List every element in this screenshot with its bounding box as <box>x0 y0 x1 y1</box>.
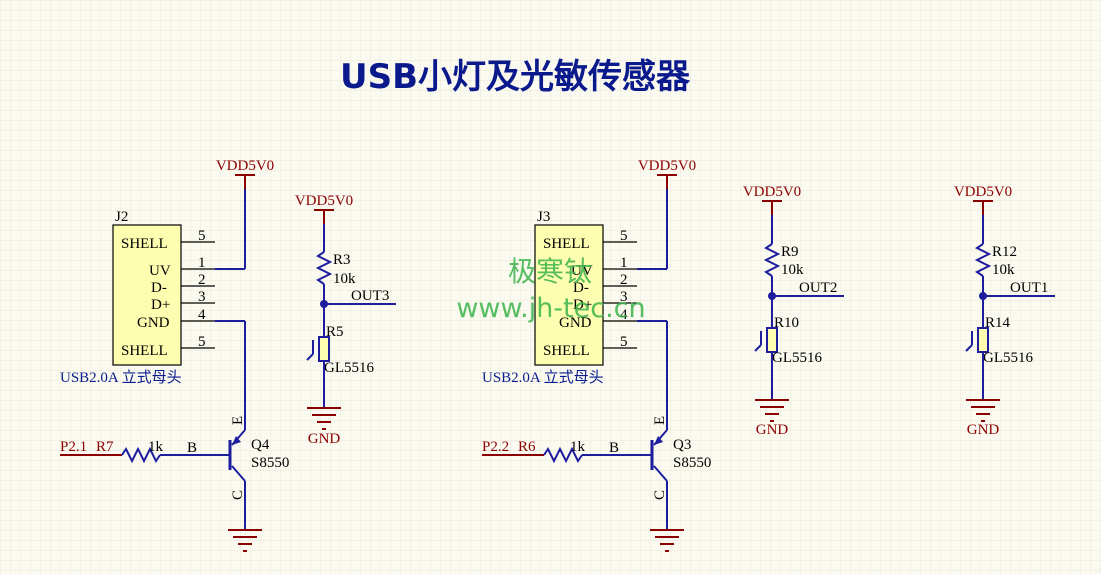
ldr-part: GL5516 <box>772 350 822 366</box>
emitter-label: E <box>652 416 668 425</box>
connector-description: USB2.0A 立式母头 <box>482 369 604 386</box>
light-sensor-out1: VDD5V0 R12 10k OUT1 R14 GL5516 GND <box>954 184 1055 438</box>
power-net-label: VDD5V0 <box>216 158 274 174</box>
resistor-designator: R12 <box>992 244 1017 260</box>
power-net-label: VDD5V0 <box>954 184 1012 200</box>
light-sensor-out3: VDD5V0 R3 10k OUT3 R5 GL5516 GND <box>295 193 396 447</box>
pin-name: SHELL <box>121 236 168 252</box>
resistor-symbol <box>974 243 992 277</box>
pin-number: 1 <box>198 255 206 271</box>
pin-name: D- <box>573 280 589 296</box>
pin-number: 5 <box>620 334 628 350</box>
connector-designator: J3 <box>537 209 550 225</box>
pin-name: GND <box>137 315 170 331</box>
input-net-label: P2.1 <box>60 439 87 455</box>
pin-number: 2 <box>198 272 206 288</box>
power-net-label: VDD5V0 <box>638 158 696 174</box>
pin-number: 3 <box>620 289 628 305</box>
resistor-symbol <box>315 251 333 285</box>
pin-name: D+ <box>573 297 592 313</box>
usb-connector: J3 USB2.0A 立式母头 SHELL UV D- D+ GND SHELL… <box>482 209 637 386</box>
emitter-label: E <box>230 416 246 425</box>
ldr-part: GL5516 <box>324 360 374 376</box>
ground-symbol <box>755 399 789 422</box>
resistor-value: 1k <box>148 439 164 455</box>
resistor-designator: R7 <box>96 439 114 455</box>
ldr-designator: R14 <box>985 315 1011 331</box>
ground-net-label: GND <box>756 422 789 438</box>
ground-symbol <box>966 399 1000 422</box>
connector-designator: J2 <box>115 209 128 225</box>
pin-name: SHELL <box>543 236 590 252</box>
ground-symbol <box>650 529 684 552</box>
power-symbol: VDD5V0 <box>638 158 696 189</box>
pin-name: D+ <box>151 297 170 313</box>
collector-label: C <box>230 490 246 500</box>
pin-name: UV <box>571 263 593 279</box>
power-symbol: VDD5V0 <box>216 158 274 189</box>
output-net-label: OUT1 <box>1010 280 1048 296</box>
pin-number: 5 <box>620 228 628 244</box>
ground-symbol <box>228 529 262 552</box>
transistor-designator: Q4 <box>251 437 270 453</box>
resistor-value: 10k <box>992 262 1015 278</box>
pin-name: SHELL <box>121 343 168 359</box>
usb-lamp-circuit-right: VDD5V0 J3 USB2.0A 立式母头 SHELL UV D- D+ GN… <box>482 158 711 552</box>
connector-body <box>534 224 604 366</box>
transistor-part: S8550 <box>673 455 711 471</box>
output-net-label: OUT2 <box>799 280 837 296</box>
pin-number: 5 <box>198 228 206 244</box>
connector-description: USB2.0A 立式母头 <box>60 369 182 386</box>
resistor-value: 10k <box>781 262 804 278</box>
pin-number: 4 <box>198 307 206 323</box>
collector-label: C <box>652 490 668 500</box>
ldr-part: GL5516 <box>983 350 1033 366</box>
input-net-label: P2.2 <box>482 439 509 455</box>
pin-name: D- <box>151 280 167 296</box>
resistor-value: 10k <box>333 271 356 287</box>
resistor-designator: R6 <box>518 439 536 455</box>
ldr-designator: R5 <box>326 324 344 340</box>
output-net-label: OUT3 <box>351 288 389 304</box>
usb-lamp-circuit-left: VDD5V0 J2 USB2.0A 立式母头 SHELL UV D- D+ GN… <box>60 158 289 552</box>
transistor-part: S8550 <box>251 455 289 471</box>
pin-number: 4 <box>620 307 628 323</box>
power-net-label: VDD5V0 <box>743 184 801 200</box>
pin-name: SHELL <box>543 343 590 359</box>
pin-number: 5 <box>198 334 206 350</box>
watermark-url: www.jh-tec.cn <box>456 293 645 324</box>
ground-net-label: GND <box>967 422 1000 438</box>
pin-number: 2 <box>620 272 628 288</box>
resistor-designator: R9 <box>781 244 799 260</box>
ground-net-label: GND <box>308 431 341 447</box>
resistor-designator: R3 <box>333 252 351 268</box>
pin-name: GND <box>559 315 592 331</box>
light-sensor-out2: VDD5V0 R9 10k OUT2 R10 GL5516 GND <box>743 184 844 438</box>
resistor-value: 1k <box>570 439 586 455</box>
connector-body <box>112 224 182 366</box>
pin-number: 1 <box>620 255 628 271</box>
pin-name: UV <box>149 263 171 279</box>
ground-symbol <box>307 407 341 430</box>
base-label: B <box>609 440 619 456</box>
resistor-symbol <box>763 243 781 277</box>
pin-number: 3 <box>198 289 206 305</box>
power-net-label: VDD5V0 <box>295 193 353 209</box>
transistor-designator: Q3 <box>673 437 691 453</box>
ldr-designator: R10 <box>774 315 799 331</box>
page-title: USB小灯及光敏传感器 <box>340 57 691 97</box>
base-label: B <box>187 440 197 456</box>
usb-connector: J2 USB2.0A 立式母头 SHELL UV D- D+ GND SHELL… <box>60 209 215 386</box>
watermark-brand: 极寒钛 <box>508 255 592 288</box>
